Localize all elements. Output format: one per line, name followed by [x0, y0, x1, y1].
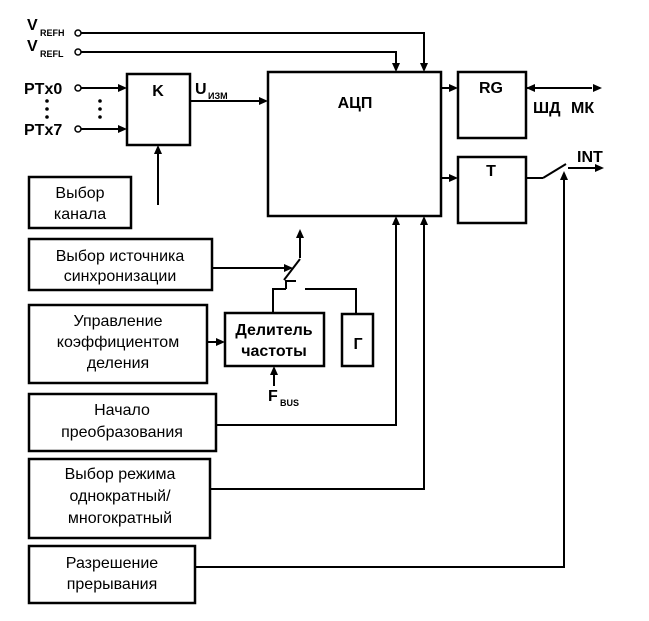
- channel-select-block: [27, 175, 133, 230]
- interrupt-enable-line2: прерывания: [67, 576, 158, 593]
- fbus-label-sub: BUS: [280, 398, 299, 408]
- adc-block: [266, 70, 443, 218]
- fbus-label-main: F: [268, 388, 278, 405]
- interrupt-enable-block: [27, 544, 197, 605]
- generator-label: Г: [353, 336, 362, 353]
- divider-control-line2: коэффициентом: [57, 334, 179, 351]
- divider-control-line3: деления: [87, 355, 149, 372]
- clock-source-select-block: [27, 237, 214, 292]
- data-bus-arrow: [526, 84, 602, 92]
- connection-lines: [81, 32, 598, 568]
- input-terminals: [74, 29, 82, 133]
- trigger-label: T: [486, 163, 496, 180]
- vrefl-label: V REFL: [27, 38, 64, 59]
- clock-source-line2: синхронизации: [64, 268, 177, 285]
- conversion-start-block: [27, 392, 218, 453]
- frequency-divider-block: [223, 311, 326, 368]
- mode-select-block: [27, 457, 212, 540]
- mode-select-line3: многократный: [68, 510, 172, 527]
- u-meas-label: U ИЗМ: [195, 81, 228, 101]
- vrefl-label-sub: REFL: [40, 49, 64, 59]
- u-meas-label-main: U: [195, 81, 207, 98]
- arrowheads: [118, 63, 604, 375]
- ptx7-label: PTx7: [24, 122, 62, 139]
- divider-label-line1: Делитель: [235, 322, 312, 339]
- register-block: [456, 70, 528, 140]
- interrupt-enable-line1: Разрешение: [66, 555, 159, 572]
- channel-select-line2: канала: [54, 206, 106, 223]
- vrefh-label-sub: REFH: [40, 28, 65, 38]
- vrefh-label: V REFH: [27, 17, 65, 38]
- vrefl-label-main: V: [27, 38, 38, 55]
- adc-label: АЦП: [338, 95, 373, 112]
- mcu-label: МК: [571, 100, 594, 117]
- mux-block: [125, 72, 192, 147]
- interrupt-output-label: INT: [577, 149, 603, 166]
- register-label: RG: [479, 80, 503, 97]
- mode-select-line2: однократный/: [69, 488, 171, 505]
- mode-select-line1: Выбор режима: [65, 466, 176, 483]
- divider-control-block: [27, 303, 209, 385]
- ptx0-label: PTx0: [24, 81, 62, 98]
- divider-control-line1: Управление: [74, 313, 163, 330]
- vrefh-label-main: V: [27, 17, 38, 34]
- u-meas-label-sub: ИЗМ: [208, 91, 228, 101]
- clock-source-line1: Выбор источника: [56, 248, 185, 265]
- conversion-start-line2: преобразования: [61, 424, 183, 441]
- channel-select-line1: Выбор: [55, 185, 104, 202]
- channel-ellipsis: [45, 99, 102, 119]
- generator-block: [340, 312, 375, 368]
- data-bus-label: ШД: [533, 100, 561, 117]
- fbus-label: F BUS: [268, 388, 299, 408]
- trigger-block: [456, 155, 528, 225]
- divider-label-line2: частоты: [241, 343, 307, 360]
- conversion-start-line1: Начало: [94, 402, 150, 419]
- mux-label: K: [152, 83, 164, 100]
